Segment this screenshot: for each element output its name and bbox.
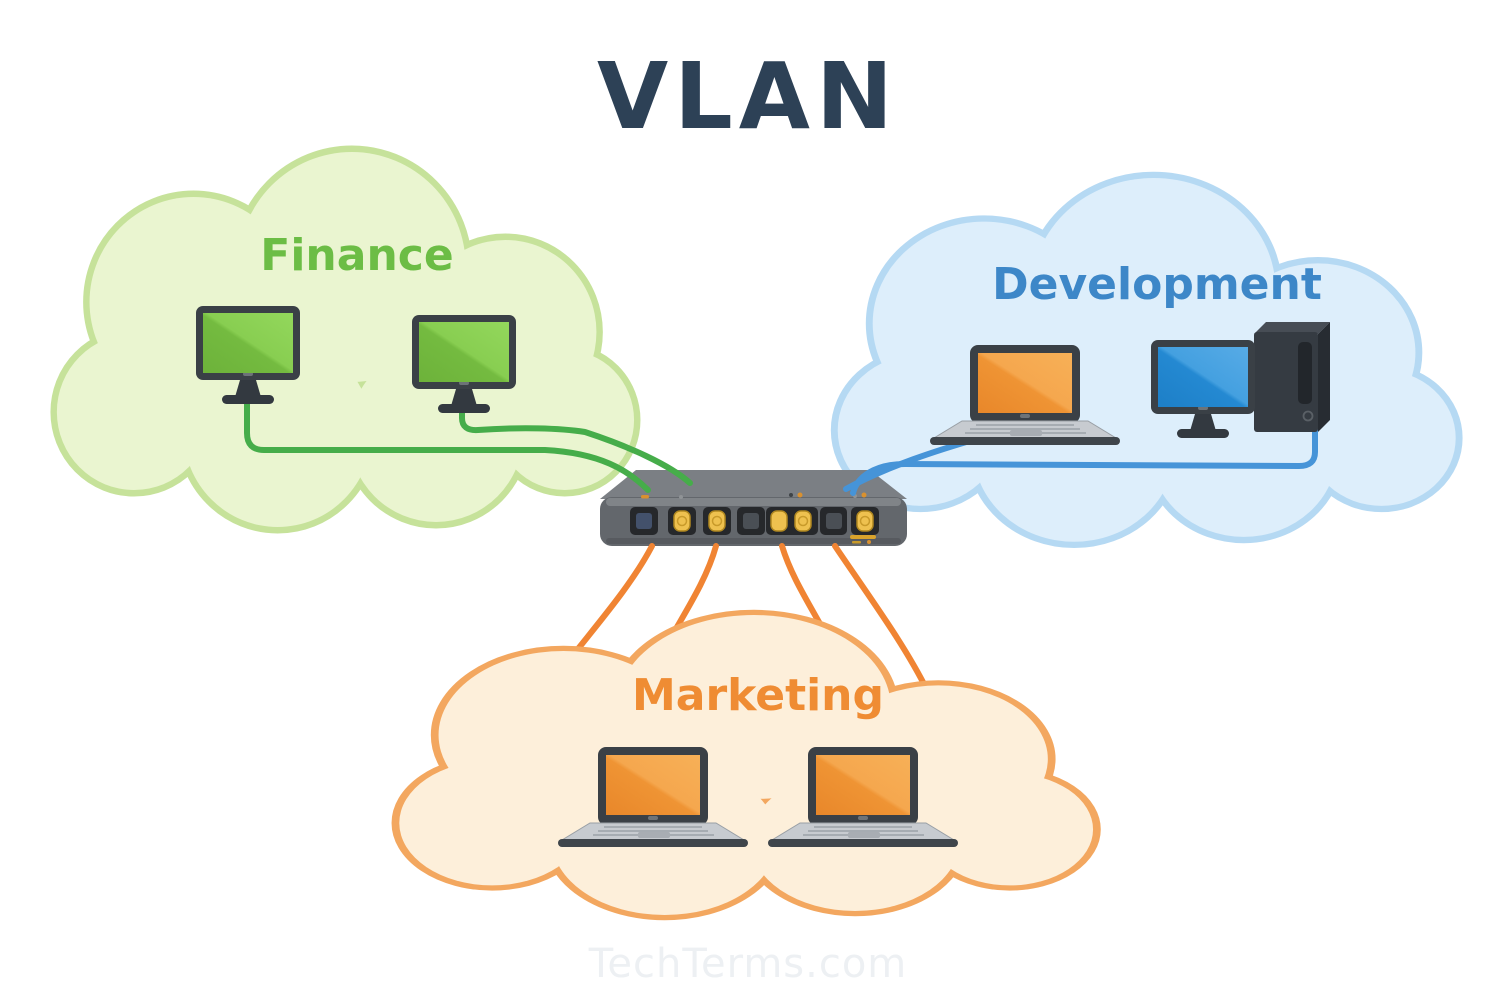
development-desktop-computer [1151, 322, 1330, 438]
led-indicator [861, 492, 867, 498]
finance-desktop-monitor-2 [412, 315, 516, 413]
led-indicator [789, 493, 793, 497]
port-connector [826, 513, 842, 529]
network-switch [600, 470, 907, 546]
monitor-screen [419, 322, 509, 382]
rj45-plug [856, 510, 874, 532]
switch-bottom-shadow [606, 538, 901, 544]
led-indicator [679, 495, 683, 499]
rj45-plug [794, 510, 812, 532]
finance-cable-2 [459, 400, 693, 486]
plug-detail [859, 515, 871, 527]
finance-cloud [57, 152, 634, 527]
development-laptop [929, 344, 1121, 446]
marketing-cable-4 [832, 543, 931, 695]
marketing-label: Marketing [632, 670, 884, 721]
finance-desktop-monitor-1 [196, 306, 300, 404]
rj45-plug [770, 510, 788, 532]
marketing-laptop-1 [557, 746, 749, 848]
rj45-plug [708, 510, 726, 532]
finance-label: Finance [260, 230, 453, 281]
port-sticker [867, 540, 871, 544]
marketing-cloud [399, 615, 1093, 915]
diagram-title: VLAN [597, 43, 899, 150]
rj45-plug [673, 510, 691, 532]
plug-detail [711, 515, 723, 527]
led-indicator [641, 495, 649, 499]
plug-detail [676, 515, 688, 527]
monitor-screen [1158, 347, 1248, 407]
monitor-screen [203, 313, 293, 373]
laptop-screen [978, 353, 1072, 413]
port-connector [636, 513, 652, 529]
laptop-screen [606, 755, 700, 815]
marketing-laptop-2 [767, 746, 959, 848]
switch-top-highlight [606, 498, 901, 506]
led-indicator [797, 492, 803, 498]
port-sticker [852, 541, 861, 544]
port-sticker [850, 535, 876, 539]
watermark: TechTerms.com [588, 941, 908, 987]
finance-cable-1 [244, 390, 651, 493]
desktop-tower [1254, 322, 1330, 432]
development-cloud [838, 178, 1456, 542]
development-label: Development [992, 259, 1322, 310]
switch-ports [630, 492, 879, 544]
finance-cables [244, 390, 693, 493]
switch-top-face [600, 470, 907, 499]
laptop-screen [816, 755, 910, 815]
plug-detail [797, 515, 809, 527]
port-connector [743, 513, 759, 529]
